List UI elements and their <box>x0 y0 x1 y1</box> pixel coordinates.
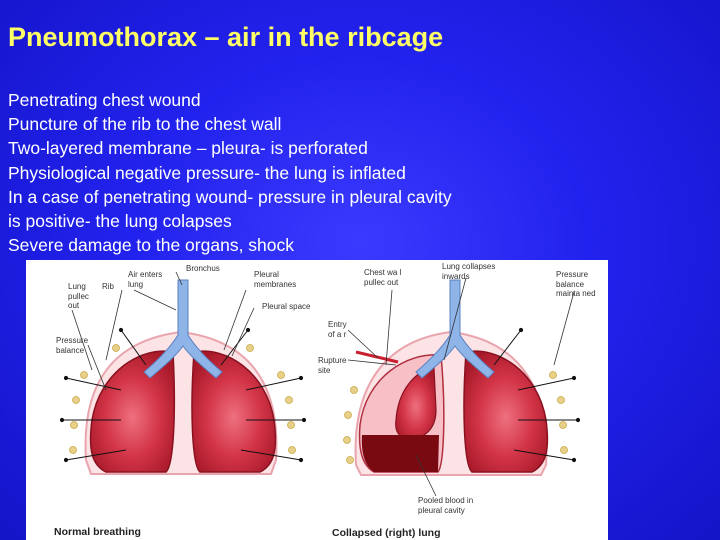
bullet-item: In a case of penetrating wound- pressure… <box>8 186 452 207</box>
label-bronchus: Bronchus <box>186 264 220 273</box>
label-pooled-blood: Pooled blood in pleural cavity <box>418 496 474 515</box>
bullet-item: is positive- the lung colapses <box>8 211 232 232</box>
bullet-item: Physiological negative pressure- the lun… <box>8 162 406 183</box>
slide-title: Pneumothorax – air in the ribcage <box>8 22 444 52</box>
label-lung-pulled-out: Lung pullec out <box>68 282 89 310</box>
label-pleural-membranes: Pleural membranes <box>254 270 297 289</box>
collapsed-lungs <box>343 277 581 497</box>
pneumothorax-diagram: Lung pullec out Rib Air enters lung Bron… <box>26 260 608 540</box>
label-chest-wall-pulled-out: Chest wa l pullec out <box>364 268 402 287</box>
caption-collapsed-lung: Collapsed (right) lung <box>332 527 441 539</box>
label-pleural-space: Pleural space <box>262 302 311 311</box>
bullet-item: Puncture of the rib to the chest wall <box>8 114 282 135</box>
bullet-item: Two-layered membrane – pleura- is perfor… <box>8 138 368 159</box>
bullet-item: Severe damage to the organs, shock <box>8 235 295 256</box>
bullet-item: Penetrating chest wound <box>8 90 201 110</box>
trachea-bronchus <box>415 279 495 379</box>
label-lung-collapses-inwards: Lung collapses inwards <box>442 262 496 281</box>
trachea-bronchus <box>143 279 223 379</box>
right-lung <box>191 350 277 473</box>
normal-lungs <box>59 271 307 475</box>
label-entry-of-air: Entry of a r <box>328 320 347 339</box>
label-air-enters-lung: Air enters lung <box>128 270 163 289</box>
label-rupture-site: Rupture site <box>318 356 347 375</box>
lungs-illustration <box>59 271 581 497</box>
caption-normal-breathing: Normal breathing <box>54 526 141 538</box>
label-pressure-balance: Pressure balance <box>56 336 89 355</box>
left-lung <box>89 350 176 473</box>
label-pressure-balance-maintained: Pressure balance mainta ned <box>556 270 596 298</box>
normal-right-lung <box>463 350 549 473</box>
bullet-list: Penetrating chest wound Puncture of the … <box>8 88 708 257</box>
pooled-blood <box>361 435 439 472</box>
label-rib: Rib <box>102 282 115 291</box>
